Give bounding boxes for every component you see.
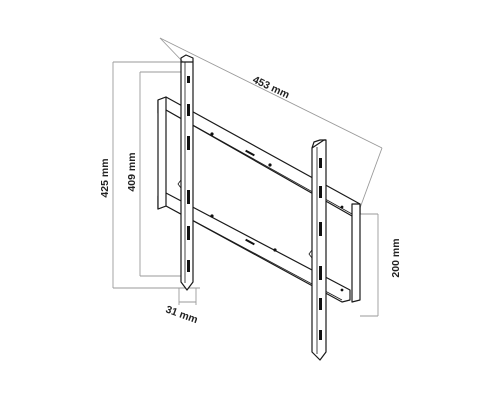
- arm-slot: [187, 260, 190, 272]
- left-side-rail: [157, 96, 167, 210]
- width-label: 453 mm: [251, 74, 292, 101]
- arm-slot: [319, 266, 322, 280]
- rail-hole: [340, 288, 344, 292]
- dimension-lines: [112, 37, 383, 317]
- arm-slot: [319, 186, 322, 198]
- inner-height-label: 409 mm: [126, 152, 138, 191]
- depth-dimension: [178, 288, 197, 305]
- arm-slot: [319, 158, 322, 168]
- outer-height-label: 425 mm: [99, 158, 111, 197]
- arm-slot: [187, 136, 190, 150]
- arm-slot: [187, 226, 190, 240]
- width-dimension: [159, 37, 383, 209]
- rail-hole: [273, 248, 277, 252]
- vertical-spacing-dimension: [360, 213, 379, 317]
- rail-hole: [210, 132, 214, 136]
- arm-slot: [319, 330, 322, 340]
- right-arm: [308, 139, 327, 361]
- arm-slot: [187, 76, 190, 83]
- rail-hole: [210, 214, 214, 218]
- right-side-rail: [351, 203, 361, 303]
- wall-plate: [157, 96, 361, 303]
- arm-slot: [319, 298, 322, 310]
- rail-hole: [268, 163, 272, 167]
- arm-slot: [319, 222, 322, 236]
- rail-slot: [245, 149, 255, 157]
- left-arm: [177, 54, 194, 291]
- rail-slot: [245, 238, 255, 246]
- vertical-spacing-label: 200 mm: [390, 238, 402, 277]
- rail-hole: [340, 205, 344, 209]
- arm-slot: [187, 104, 190, 116]
- arm-slot: [187, 190, 190, 204]
- depth-label: 31 mm: [164, 304, 199, 327]
